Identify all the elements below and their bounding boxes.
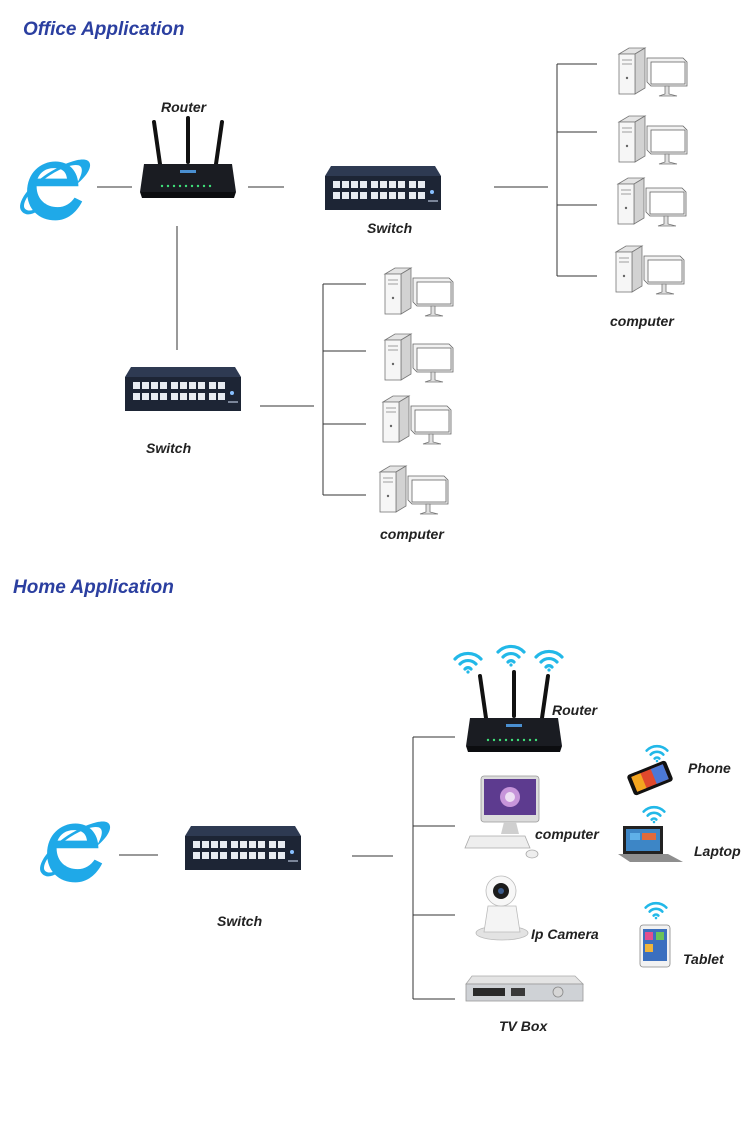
internet-explorer-icon [20,159,91,221]
computer-icon [382,395,452,445]
wifi-icon [645,744,669,764]
switch-icon [185,826,301,870]
router-icon [464,670,564,754]
computer-icon [617,177,687,227]
tv-box-label: TV Box [499,1018,548,1034]
computer-icon [615,245,685,295]
computer-icon [618,115,688,165]
ip-camera-label: Ip Camera [531,926,599,942]
wifi-icon [644,901,668,921]
switch-icon [325,166,441,210]
router-label: Router [552,702,598,718]
wifi-icon [534,649,564,674]
home-application-heading: Home Application [13,577,174,598]
computer-icon [379,465,449,515]
tablet-label: Tablet [683,951,724,967]
wifi-icon [453,651,483,676]
internet-explorer-icon [40,821,111,883]
laptop-label: Laptop [694,843,741,859]
laptop-icon [618,826,683,862]
desktop-computer-icon [464,775,540,859]
home-connectors [119,736,455,1000]
switch-icon [125,367,241,411]
wifi-icon [496,644,526,669]
office-application-heading: Office Application [23,19,185,40]
computer-icon [618,47,688,97]
ip-camera-icon [475,875,529,941]
switch-label: Switch [367,220,413,236]
switch-label: Switch [217,913,263,929]
computer-label: computer [610,313,674,329]
computer-icon [384,267,454,317]
computer-label: computer [380,526,444,542]
phone-label: Phone [688,760,731,776]
computer-icon [384,333,454,383]
tv-box-icon [465,975,584,1002]
computer-label: computer [535,826,599,842]
router-label: Router [161,99,207,115]
switch-label: Switch [146,440,192,456]
phone-icon [627,760,673,796]
router-icon [138,116,238,200]
tablet-icon [639,924,671,968]
office-connectors [97,63,597,496]
wifi-icon [642,805,666,825]
